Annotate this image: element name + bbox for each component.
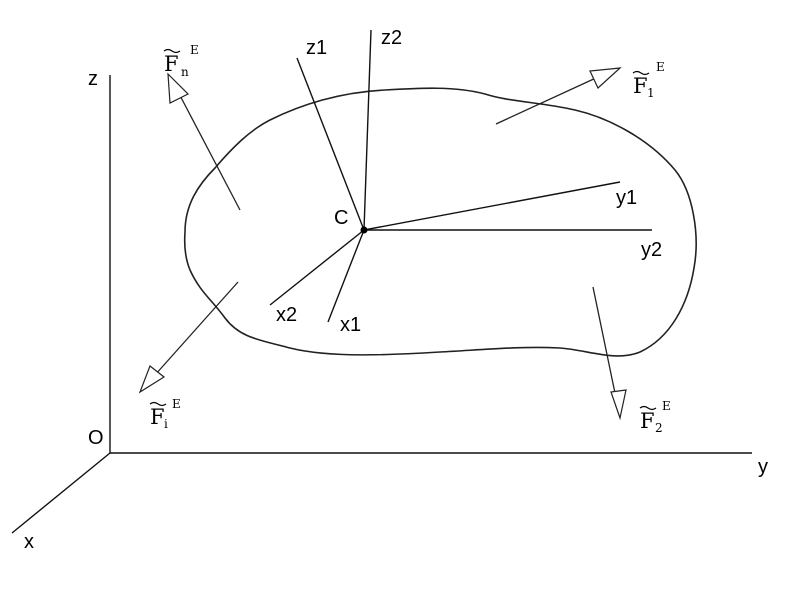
z1-label: z1 xyxy=(306,37,327,59)
origin-label: O xyxy=(88,427,104,449)
x2-label: x2 xyxy=(276,304,297,326)
svg-text:F: F xyxy=(633,74,648,98)
svg-text:E: E xyxy=(656,60,665,74)
x1-axis xyxy=(327,229,365,323)
force-2-arrow xyxy=(592,286,627,421)
fixed-y-label: y xyxy=(758,456,768,478)
svg-text:E: E xyxy=(662,399,671,413)
center-of-mass-point xyxy=(360,226,368,234)
rigid-body-outline xyxy=(183,87,697,357)
force-n-label: F n E xyxy=(164,43,199,79)
z1-axis xyxy=(296,57,365,231)
force-i-arrow xyxy=(138,281,239,394)
svg-text:1: 1 xyxy=(647,86,655,100)
svg-text:F: F xyxy=(640,409,655,433)
svg-text:F: F xyxy=(164,52,179,76)
fixed-x-axis xyxy=(11,452,111,534)
svg-text:E: E xyxy=(172,397,181,411)
svg-text:F: F xyxy=(150,405,165,429)
y1-label: y1 xyxy=(616,187,637,209)
svg-text:i: i xyxy=(164,417,168,431)
z2-label: z2 xyxy=(381,27,402,49)
x2-axis xyxy=(269,229,365,306)
svg-text:E: E xyxy=(190,43,199,57)
fixed-x-label: x xyxy=(24,531,34,553)
force-1-arrow xyxy=(495,67,622,125)
x1-label: x1 xyxy=(340,314,361,336)
svg-text:2: 2 xyxy=(655,421,663,435)
z2-axis xyxy=(363,29,372,231)
fixed-z-label: z xyxy=(88,68,98,90)
force-i-label: F i E xyxy=(150,397,181,431)
force-vector-bars xyxy=(149,48,657,411)
center-label: C xyxy=(334,207,348,229)
y2-label: y2 xyxy=(641,239,662,261)
force-n-arrow xyxy=(167,72,241,211)
svg-text:n: n xyxy=(181,65,189,79)
force-2-label: F 2 E xyxy=(640,399,671,435)
force-1-label: F 1 E xyxy=(633,60,665,100)
y1-axis xyxy=(363,181,621,231)
